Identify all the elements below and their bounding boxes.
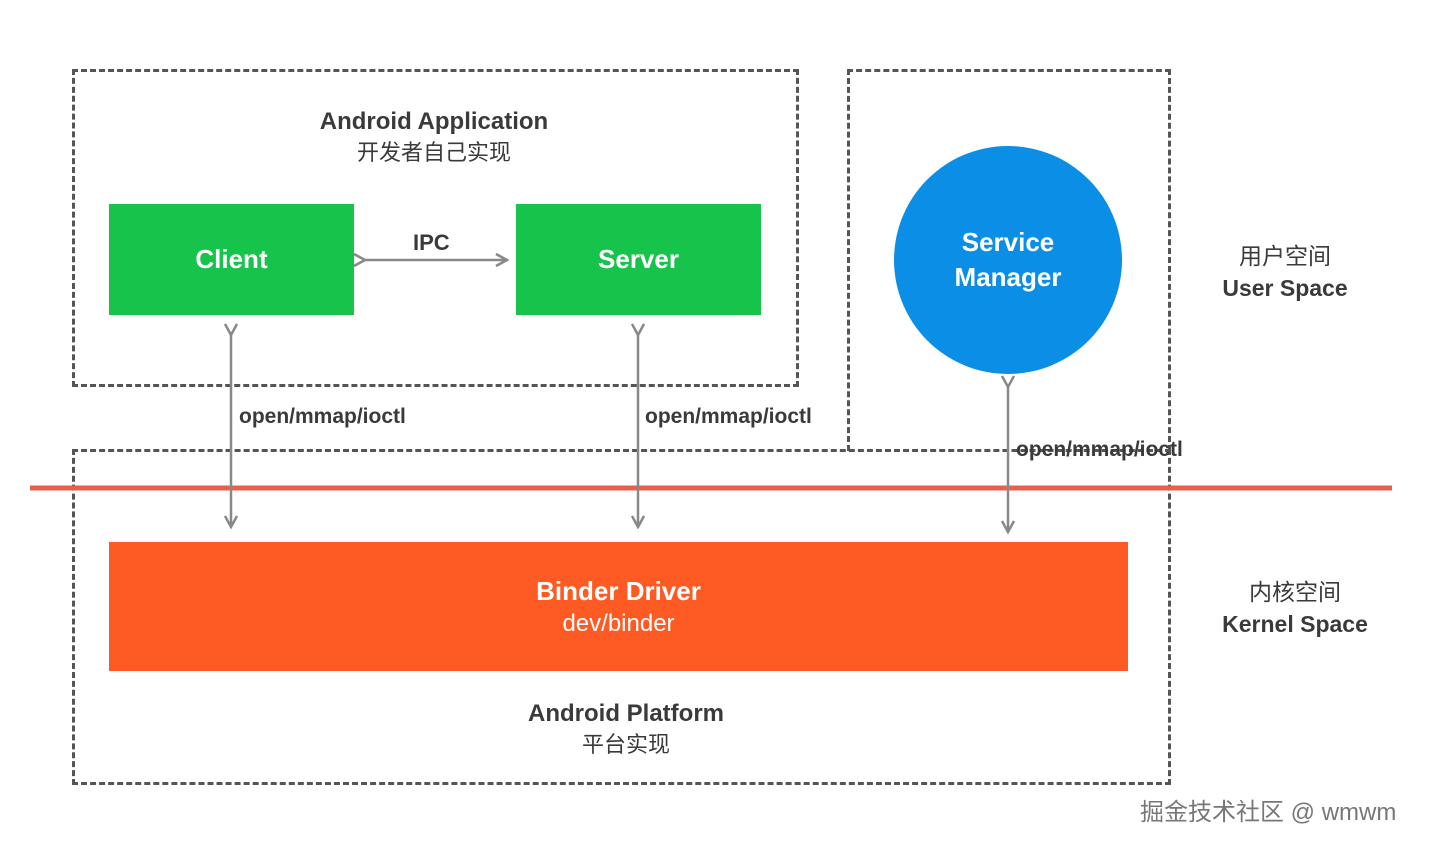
binder-driver-box: Binder Driver dev/binder [109, 542, 1128, 671]
platform-region-subtitle: 平台实现 [581, 732, 670, 757]
android-application-region [72, 69, 799, 387]
platform-region-title-block: Android Platform 平台实现 [476, 698, 776, 760]
ipc-label: IPC [413, 230, 450, 255]
service-manager-label-line1: Service [961, 227, 1055, 257]
service-manager-syscalls-label: open/mmap/ioctl [1016, 438, 1183, 461]
client-label: Client [195, 244, 268, 274]
kernel-space-zh: 内核空间 [1249, 579, 1341, 605]
service-manager-label-line2: Manager [954, 262, 1062, 292]
client-box: Client [109, 204, 354, 315]
app-region-title: Android Application [319, 108, 549, 135]
server-label: Server [598, 244, 679, 274]
binder-driver-path-label: dev/binder [562, 609, 675, 637]
binder-driver-label: Binder Driver [536, 575, 701, 606]
service-manager-circle: Service Manager [894, 146, 1122, 374]
user-space-label: 用户空间 User Space [1200, 240, 1370, 304]
server-syscalls-label: open/mmap/ioctl [645, 405, 812, 428]
user-space-en: User Space [1222, 275, 1348, 301]
service-manager-region [847, 69, 1171, 451]
android-platform-region [72, 449, 1171, 785]
server-box: Server [516, 204, 761, 315]
kernel-space-label: 内核空间 Kernel Space [1205, 576, 1385, 640]
platform-region-title: Android Platform [528, 700, 724, 727]
client-syscalls-label: open/mmap/ioctl [239, 405, 406, 428]
user-space-zh: 用户空间 [1239, 243, 1331, 269]
kernel-space-en: Kernel Space [1222, 611, 1368, 637]
app-region-subtitle: 开发者自己实现 [356, 140, 511, 165]
watermark: 掘金技术社区 @ wmwm [1140, 799, 1397, 826]
app-region-title-block: Android Application 开发者自己实现 [284, 106, 584, 168]
